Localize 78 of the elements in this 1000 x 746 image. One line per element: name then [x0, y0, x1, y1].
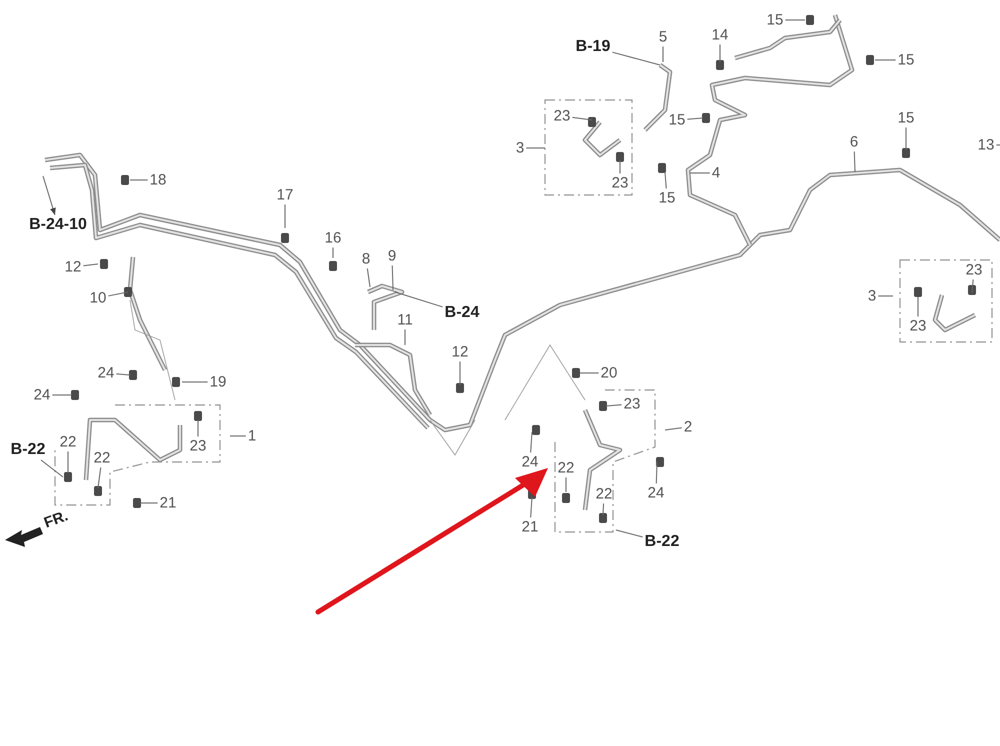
- callout-number: 1: [248, 428, 256, 444]
- leader-line: [394, 292, 444, 308]
- leader-line: [140, 502, 158, 504]
- leader-line: [98, 467, 102, 488]
- callout-number: 6: [850, 134, 858, 150]
- callout-number: 19: [210, 374, 226, 390]
- callout-number: 23: [624, 396, 640, 412]
- leader-line: [972, 279, 974, 294]
- leader-line: [572, 116, 592, 120]
- leader-line: [108, 292, 128, 296]
- callout-number: 15: [658, 190, 676, 206]
- callout-number: 24: [648, 486, 664, 500]
- callout-number: 12: [64, 260, 82, 274]
- callout-number: 23: [554, 108, 570, 124]
- callout-number: 22: [558, 460, 574, 476]
- leader-line: [284, 204, 286, 228]
- callout-number: 24: [98, 366, 114, 380]
- reference-label: B-24-10: [29, 217, 87, 233]
- callout-number: 15: [898, 52, 914, 68]
- leader-line: [616, 530, 644, 538]
- callout-number: 13: [978, 138, 994, 152]
- callout-number: 8: [362, 252, 370, 266]
- callout-number: 18: [150, 172, 166, 188]
- leader-line: [664, 427, 682, 430]
- callout-number: 9: [388, 248, 396, 264]
- callout-number: 11: [397, 312, 413, 328]
- callout-number: 20: [600, 366, 618, 380]
- leader-line: [116, 373, 130, 376]
- callout-number: 21: [522, 520, 538, 534]
- callout-number: 23: [966, 262, 982, 278]
- callout-number: 21: [160, 496, 176, 510]
- leader-line: [530, 432, 532, 453]
- callout-number: 22: [94, 450, 110, 466]
- leader-line: [662, 46, 664, 62]
- callout-number: 3: [868, 288, 876, 304]
- leader-line: [612, 52, 660, 66]
- reference-label: B-22: [10, 442, 46, 458]
- leader-line: [52, 394, 72, 396]
- callout-number: 4: [712, 166, 720, 180]
- leader-line: [82, 264, 98, 266]
- callout-number: 3: [516, 140, 524, 156]
- callout-number: 15: [766, 12, 784, 28]
- leader-line: [392, 265, 394, 290]
- leader-line: [854, 151, 856, 172]
- leader-line: [656, 462, 658, 484]
- reference-label: B-22: [644, 534, 680, 550]
- callout-number: 14: [712, 28, 728, 42]
- leader-line: [996, 144, 1000, 146]
- leader-line: [404, 329, 406, 346]
- leader-line: [530, 496, 532, 518]
- callout-number: 23: [190, 438, 206, 454]
- reference-label: B-24: [444, 305, 480, 321]
- callout-number: 22: [60, 434, 76, 450]
- callout-number: 17: [276, 188, 294, 202]
- leader-line: [602, 503, 604, 516]
- callout-number: 10: [90, 290, 106, 306]
- callout-number: 24: [522, 454, 538, 470]
- callout-number: 5: [658, 30, 668, 44]
- leader-line: [366, 268, 370, 288]
- leader-line: [332, 247, 334, 258]
- callout-number: 15: [898, 110, 914, 126]
- leader-line: [606, 404, 622, 406]
- callout-number: 23: [612, 176, 628, 190]
- callout-number: 16: [324, 230, 342, 246]
- callout-number: 15: [668, 112, 686, 128]
- leader-line: [580, 372, 600, 374]
- leader-line: [690, 172, 710, 174]
- callout-number: 24: [34, 388, 50, 402]
- callout-number: 23: [910, 318, 926, 334]
- leader-line: [664, 172, 667, 189]
- callout-number: 2: [684, 420, 692, 434]
- leader-line: [686, 118, 704, 120]
- leader-line: [42, 176, 56, 216]
- callout-number: 12: [452, 344, 468, 360]
- callout-number: 22: [596, 486, 612, 502]
- leader-line: [40, 460, 64, 478]
- reference-label: B-19: [576, 39, 610, 55]
- front-label: FR.: [42, 508, 70, 531]
